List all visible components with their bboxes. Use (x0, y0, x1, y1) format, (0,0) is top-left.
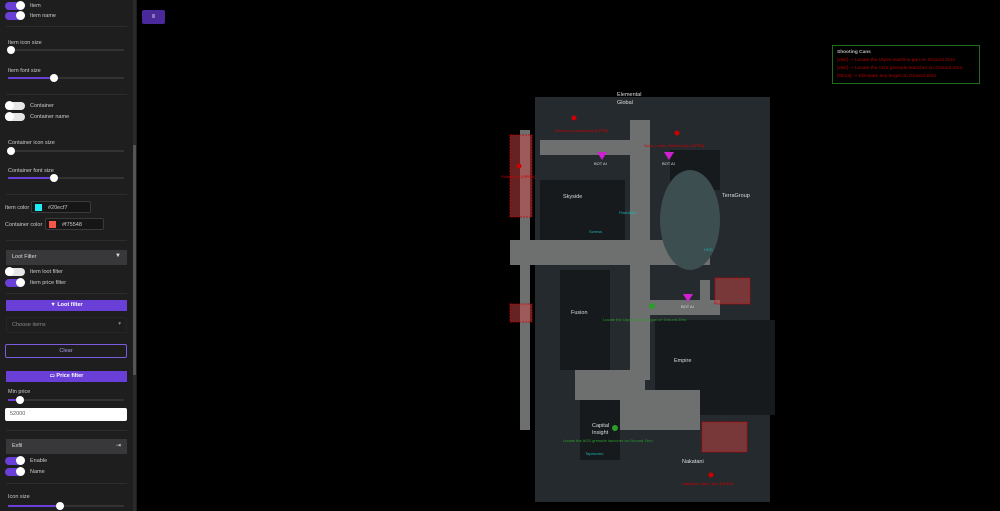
legend-title: Shooting Cans (837, 50, 871, 55)
exfil-zone (714, 277, 751, 305)
exfil-icon (571, 115, 577, 121)
container-name-toggle-label: Container name (30, 114, 70, 120)
item-label: HDD (704, 247, 713, 252)
item-color-swatch (35, 204, 42, 211)
loot-filter-header[interactable]: Loot Filter ▼ (6, 250, 127, 265)
exfil-zone (509, 134, 533, 218)
building-label: Nakatani (682, 459, 704, 465)
sidebar-scrollbar-thumb[interactable] (133, 145, 136, 375)
quest-icon (649, 303, 655, 309)
container-name-toggle[interactable] (5, 112, 25, 121)
bot-label: BOT AI (662, 161, 675, 166)
quest-icon (612, 425, 618, 431)
container-icon-size-label: Container icon size (8, 140, 55, 146)
container-toggle[interactable] (5, 101, 25, 110)
price-filter-button[interactable]: ▭ Price filter (6, 371, 127, 382)
container-color-value: #f75548 (62, 222, 82, 228)
exfil-name-toggle[interactable] (5, 467, 25, 476)
exfil-label: Scav_Lands_MedicComp [OPEN] (644, 143, 705, 148)
settings-sidebar: Item Item name Item icon size Item font … (0, 0, 137, 511)
item-font-size-label: Item font size (8, 68, 41, 74)
price-filter-button-label: Price filter (56, 373, 84, 379)
exfil-header[interactable]: Exfil ⇥ (6, 439, 127, 454)
clear-button[interactable]: Clear (5, 344, 127, 358)
item-name-toggle-label: Item name (30, 13, 56, 19)
container-color-swatch (49, 221, 56, 228)
item-icon-size-label: Item icon size (8, 40, 42, 46)
item-color-label: Item color (5, 205, 30, 211)
price-tag-icon: ▭ (49, 373, 57, 379)
exit-icon: ⇥ (115, 443, 121, 449)
bot-label: BOT AI (681, 304, 694, 309)
exfil-icon (708, 472, 714, 478)
container-toggle-label: Container (30, 103, 54, 109)
item-toggle-label: Item (30, 3, 41, 9)
min-price-input[interactable]: 52000 (5, 408, 127, 421)
icon-size-slider[interactable] (8, 502, 124, 510)
container-color-input[interactable]: #f75548 (45, 218, 104, 230)
filter-icon: ▼ (50, 302, 58, 308)
item-label: Flashlight (619, 210, 637, 215)
building-label: Fusion (571, 310, 588, 316)
chevron-down-icon: ▾ (118, 321, 121, 327)
exfil-name-label: Name (30, 469, 45, 475)
choose-items-placeholder: Choose items (12, 322, 46, 328)
exfil-zone (701, 421, 748, 453)
exfil-header-label: Exfil (12, 443, 23, 449)
quest-label: Locate the Utyos machine gun on Ground Z… (603, 317, 687, 322)
item-toggle[interactable] (5, 1, 25, 10)
quest-label: Locate the AGS grenade launcher on Groun… (563, 438, 653, 443)
exfil-zone (509, 303, 533, 323)
exfil-label: Emercom_checkpoint [OPEN] (555, 128, 609, 133)
exfil-enable-label: Enable (30, 458, 48, 464)
exfil-icon (516, 163, 522, 169)
item-font-size-slider[interactable] (8, 74, 124, 82)
item-label: Screws (589, 229, 603, 234)
item-price-filter-label: Item price filter (30, 280, 67, 286)
item-icon-size-slider[interactable] (7, 46, 124, 54)
min-price-slider[interactable] (8, 396, 124, 404)
item-label: Tapeworm (585, 451, 604, 456)
menu-toggle-button[interactable]: lll (142, 10, 165, 24)
legend-line: [shoot] -> Eliminate any target on Groun… (837, 74, 937, 79)
exfil-label: Nakatani_stairs_free [OPEN] (682, 481, 734, 486)
bot-icon (597, 152, 607, 160)
loot-filter-button[interactable]: ▼ Loot filter (6, 300, 127, 311)
building-label: Empire (674, 358, 692, 364)
item-color-value: #20ecf7 (48, 205, 68, 211)
item-color-input[interactable]: #20ecf7 (31, 201, 91, 213)
building-label: Capital (592, 423, 610, 429)
building-label: Insight (592, 430, 609, 436)
building-label: TerraGroup (722, 193, 750, 199)
min-price-label: Min price (8, 389, 31, 395)
container-icon-size-slider[interactable] (7, 147, 124, 155)
item-name-toggle[interactable] (5, 11, 25, 20)
legend-line: [visit] -> Locate the AGS grenade launch… (837, 66, 963, 71)
exfil-icon (674, 130, 680, 136)
building-label: Skyside (563, 194, 583, 200)
item-loot-filter-toggle[interactable] (5, 267, 25, 276)
container-font-size-slider[interactable] (8, 174, 124, 182)
building-label: Global (617, 100, 633, 106)
exfil-enable-toggle[interactable] (5, 456, 25, 465)
item-price-filter-toggle[interactable] (5, 278, 25, 287)
building-label: Elemental (617, 92, 642, 98)
container-color-label: Container color (5, 222, 43, 228)
choose-items-select[interactable]: Choose items ▾ (6, 317, 127, 333)
container-font-size-label: Container font size (8, 168, 54, 174)
filter-icon: ▼ (115, 253, 121, 259)
bot-icon (664, 152, 674, 160)
loot-filter-header-label: Loot Filter (12, 254, 37, 260)
bot-icon (683, 294, 693, 302)
exfil-label: Police_exit [OPEN] (501, 174, 536, 179)
quest-legend: Shooting Cans [visit] -> Locate the Utyo… (832, 45, 980, 84)
legend-line: [visit] -> Locate the Utyos machine gun … (837, 58, 955, 63)
item-loot-filter-label: Item loot filter (30, 269, 64, 275)
loot-filter-button-label: Loot filter (57, 302, 83, 308)
icon-size-label: Icon size (8, 494, 30, 500)
bot-label: BOT AI (594, 161, 607, 166)
